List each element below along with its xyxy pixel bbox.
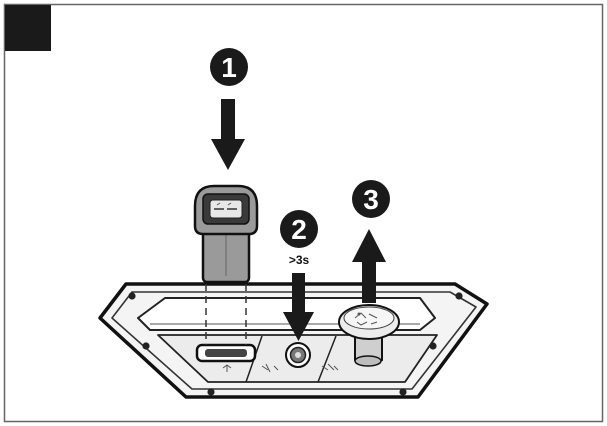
step-3-badge: 3 [352,180,390,218]
step-2-duration-label: >3s [289,253,310,267]
reset-button-dot [295,352,301,358]
socket-port-inner [205,349,247,357]
key-plug [193,184,259,284]
screw-icon [207,388,215,396]
arrow-up-icon [352,229,386,303]
screw-icon [429,342,437,350]
step-3-number: 3 [363,184,379,215]
button-marking-icon [261,363,279,373]
cap-marking-icon [354,312,378,326]
step-2-number: 2 [291,214,307,245]
step-1-badge: 1 [210,48,248,86]
screw-icon [455,292,463,300]
socket-divider [317,335,337,383]
step-2-badge: 2 [280,210,318,248]
corner-tab [5,5,51,51]
screw-icon [399,388,407,396]
cap-plug [338,304,400,367]
socket-marking-icon [222,364,232,372]
arrow-down-icon [211,99,245,170]
screw-icon [142,342,150,350]
seat-marking-icon [321,363,339,371]
base-plate-rim [111,291,477,390]
screw-icon [128,292,136,300]
step-1-number: 1 [221,52,237,83]
arrow-down-icon [283,273,314,341]
